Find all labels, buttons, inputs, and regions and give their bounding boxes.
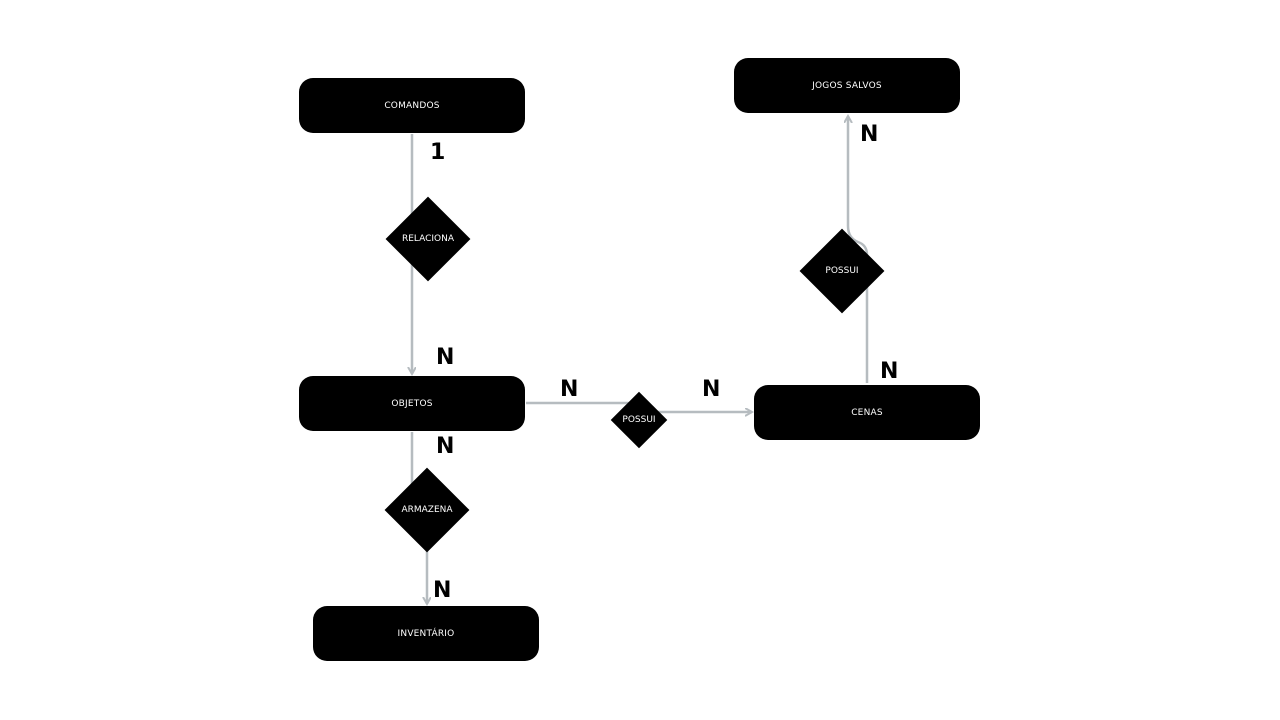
connector-cenas-jogos-salvos (848, 116, 869, 383)
cardinality-objetos-possui: N (560, 377, 579, 402)
entity-cenas[interactable]: CENAS (754, 385, 980, 440)
cardinality-cenas-possui: N (880, 359, 899, 384)
entity-jogos-salvos-label: JOGOS SALVOS (812, 80, 882, 91)
cardinality-armazena-inventario: N (433, 578, 452, 603)
cardinality-comandos-relaciona: 1 (430, 140, 446, 165)
relationship-relaciona-label: RELACIONA (401, 234, 455, 244)
relationship-possui-cenas-jogos[interactable]: POSSUI (799, 228, 885, 314)
entity-objetos-label: OBJETOS (391, 398, 433, 409)
cardinality-possui-cenas: N (702, 377, 721, 402)
relationship-possui-objetos-cenas-label: POSSUI (622, 415, 656, 425)
relationship-armazena-label: ARMAZENA (401, 505, 453, 515)
relationship-possui-objetos-cenas[interactable]: POSSUI (610, 391, 668, 449)
entity-comandos[interactable]: COMANDOS (299, 78, 525, 133)
cardinality-relaciona-objetos: N (436, 345, 455, 370)
cardinality-objetos-armazena: N (436, 434, 455, 459)
entity-inventario-label: INVENTÁRIO (397, 628, 455, 639)
cardinality-possui-jogos-salvos: N (860, 122, 879, 147)
relationship-relaciona[interactable]: RELACIONA (385, 196, 471, 282)
entity-comandos-label: COMANDOS (384, 100, 440, 111)
entity-cenas-label: CENAS (851, 407, 883, 418)
entity-objetos[interactable]: OBJETOS (299, 376, 525, 431)
entity-jogos-salvos[interactable]: JOGOS SALVOS (734, 58, 960, 113)
relationship-armazena[interactable]: ARMAZENA (384, 467, 470, 553)
relationship-possui-cenas-jogos-label: POSSUI (825, 266, 859, 276)
entity-inventario[interactable]: INVENTÁRIO (313, 606, 539, 661)
